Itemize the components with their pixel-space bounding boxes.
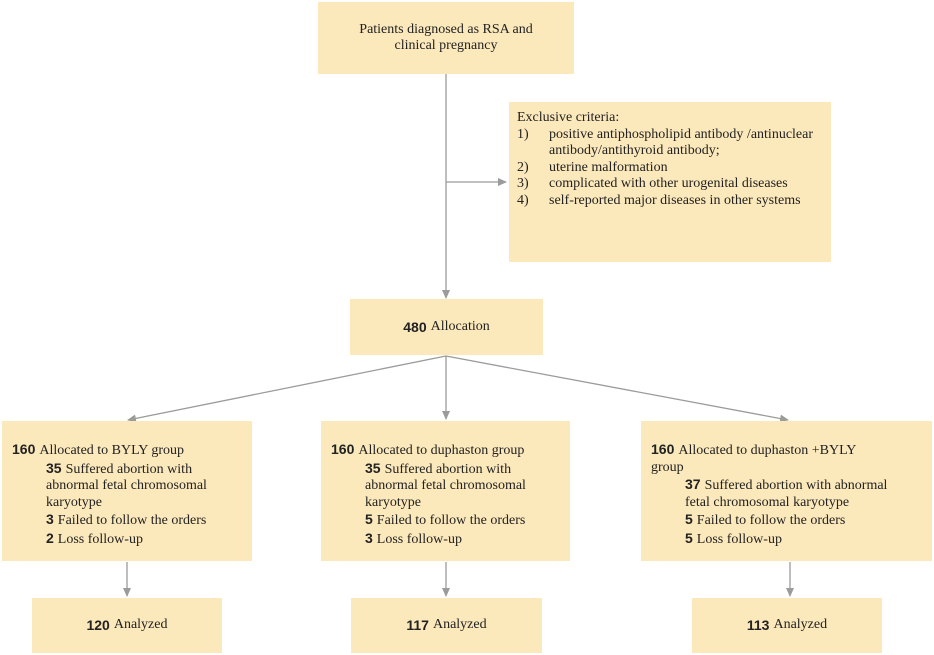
analyzed-count: 117 [406, 617, 429, 634]
detail-continuation: abnormal fetal chromosomal karyotype [46, 478, 207, 510]
allocation-box: 480 Allocation [350, 299, 543, 355]
detail-continuation: abnormal fetal chromosomal karyotype [365, 478, 526, 510]
allocation-count: 480 [403, 318, 427, 335]
exclusion-item: 2) uterine malformation [517, 160, 821, 177]
exclusion-item-text: self-reported major diseases in other sy… [549, 192, 801, 208]
analyzed-box-byly: 120 Analyzed [32, 598, 222, 653]
group-count: 160 [651, 441, 675, 457]
analyzed-count: 120 [86, 617, 110, 634]
detail-count: 5 [685, 511, 693, 527]
group-count: 160 [331, 441, 355, 457]
exclusion-item-text: complicated with other urogenital diseas… [549, 176, 788, 191]
allocation-label: Allocation [430, 318, 490, 334]
detail-text: Loss follow-up [57, 531, 143, 547]
detail-text: Failed to follow the orders [57, 513, 207, 528]
analyzed-label: Analyzed [113, 617, 168, 633]
detail-count: 3 [365, 529, 373, 546]
detail-count: 35 [365, 459, 381, 476]
detail-count: 5 [365, 511, 373, 527]
detail-continuation: fetal chromosomal karyotype [685, 494, 850, 510]
detail-text: Suffered abortion with abnormal [704, 478, 888, 493]
detail-count: 2 [46, 529, 54, 546]
arrow-allocation-to-group-1 [127, 355, 447, 423]
detail-text: Failed to follow the orders [696, 513, 846, 528]
detail-count: 5 [685, 529, 693, 546]
analyzed-box-duphaston-byly: 113 Analyzed [692, 598, 882, 653]
detail-text: Loss follow-up [376, 531, 462, 547]
start-box: Patients diagnosed as RSA and clinical p… [318, 2, 574, 74]
arrow-allocation-to-group-3 [445, 355, 789, 423]
exclusion-item-text: positive antiphospholipid antibody /anti… [549, 126, 814, 159]
analyzed-label: Analyzed [432, 617, 487, 633]
exclusion-title: Exclusive criteria: [517, 110, 620, 125]
exclusion-item: 1) positive antiphospholipid antibody /a… [517, 127, 821, 160]
analyzed-count: 113 [746, 617, 770, 634]
exclusion-item-marker: 2) [517, 159, 529, 175]
exclusion-item-text: uterine malformation [549, 159, 668, 175]
group-label: Allocated to duphaston group [358, 443, 525, 458]
exclusion-box: Exclusive criteria: 1) positive antiphos… [509, 102, 831, 262]
detail-count: 35 [46, 459, 62, 476]
detail-count: 3 [46, 511, 54, 527]
exclusion-item-marker: 1) [517, 126, 529, 142]
exclusion-item-marker: 4) [517, 192, 529, 208]
detail-text: Failed to follow the orders [376, 513, 526, 528]
detail-count: 37 [685, 476, 701, 492]
start-line-2: clinical pregnancy [394, 38, 498, 53]
exclusion-item: 3) complicated with other urogenital dis… [517, 176, 821, 193]
group-count: 160 [12, 441, 36, 457]
detail-text: Loss follow-up [696, 531, 782, 547]
start-line-1: Patients diagnosed as RSA and [359, 21, 533, 37]
analyzed-label: Analyzed [773, 617, 828, 633]
exclusion-item-marker: 3) [517, 176, 529, 191]
group-label: Allocated to duphaston +BYLY [678, 443, 857, 458]
detail-text: Suffered abortion with [65, 461, 193, 477]
analyzed-box-duphaston: 117 Analyzed [351, 598, 542, 653]
group-label: Allocated to BYLY group [39, 443, 185, 458]
detail-text: Suffered abortion with [384, 461, 512, 477]
exclusion-item: 4) self-reported major diseases in other… [517, 193, 821, 210]
group-label-continuation: group [651, 459, 684, 475]
